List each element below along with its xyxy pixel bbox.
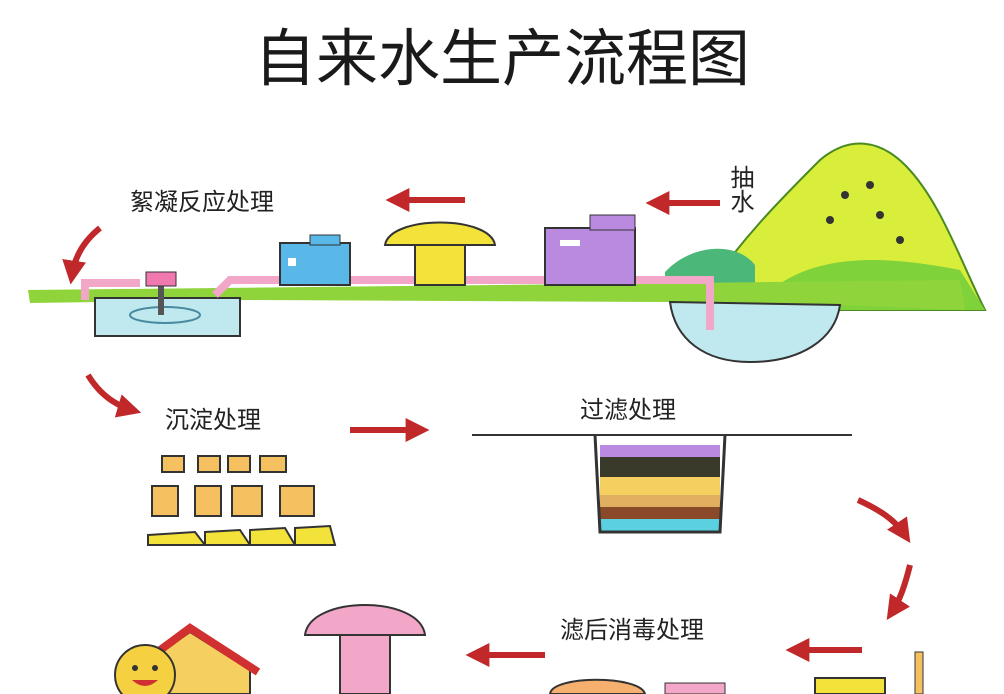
label-flocculation: 絮凝反应处理: [130, 188, 274, 216]
filter-bed: [472, 434, 852, 534]
water-tower: [303, 604, 427, 694]
source-pond: [668, 300, 842, 364]
dome-tank: [383, 221, 497, 286]
label-disinfection: 滤后消毒处理: [560, 616, 704, 644]
treatment-building: [544, 214, 636, 286]
label-sedimentation: 沉淀处理: [165, 406, 261, 434]
flow-arrows: [62, 188, 913, 667]
diagram-title: 自来水生产流程图: [254, 22, 750, 95]
house-with-smiley: [114, 623, 261, 694]
sedimentation-tank: [147, 455, 337, 546]
disinfection-tanks: [548, 651, 924, 694]
label-filtration: 过滤处理: [580, 396, 676, 424]
flocculation-tank: [94, 297, 241, 337]
label-pump: 抽水: [726, 165, 754, 213]
pump-station: [279, 234, 351, 286]
